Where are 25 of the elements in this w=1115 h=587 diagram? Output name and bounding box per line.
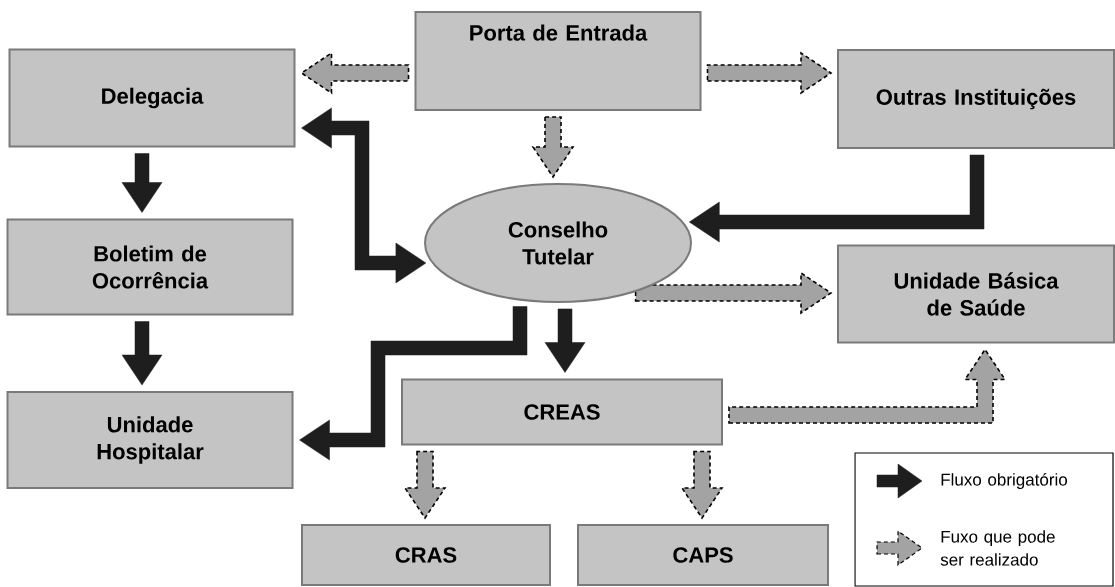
- legend-text: Fuxo que pode ser realizado: [940, 530, 1055, 566]
- process-box: CREAS: [401, 378, 723, 446]
- arrow: [728, 348, 1007, 424]
- process-box: Unidade Básica de Saúde: [837, 244, 1115, 344]
- process-box: CRAS: [301, 524, 551, 586]
- arrow: [121, 321, 163, 386]
- process-box: CAPS: [577, 524, 829, 586]
- arrow: [680, 450, 724, 520]
- process-box: Outras Instituições: [837, 49, 1115, 149]
- arrow: [706, 51, 833, 95]
- arrow: [403, 450, 447, 520]
- arrow: [300, 51, 410, 95]
- arrow: [689, 154, 985, 243]
- arrow: [121, 153, 163, 213]
- arrow: [634, 271, 833, 315]
- arrow: [531, 116, 575, 179]
- process-box: Boletim de Ocorrência: [6, 218, 294, 316]
- arrow: [299, 306, 528, 461]
- process-box: Unidade Hospitalar: [6, 391, 294, 489]
- ellipse-node: Conselho Tutelar: [424, 183, 692, 303]
- legend-text: Fluxo obrigatório: [941, 473, 1068, 490]
- arrow: [301, 107, 427, 284]
- arrow: [544, 308, 586, 373]
- process-box: Delegacia: [8, 48, 296, 148]
- process-box: Porta de Entrada: [414, 11, 702, 111]
